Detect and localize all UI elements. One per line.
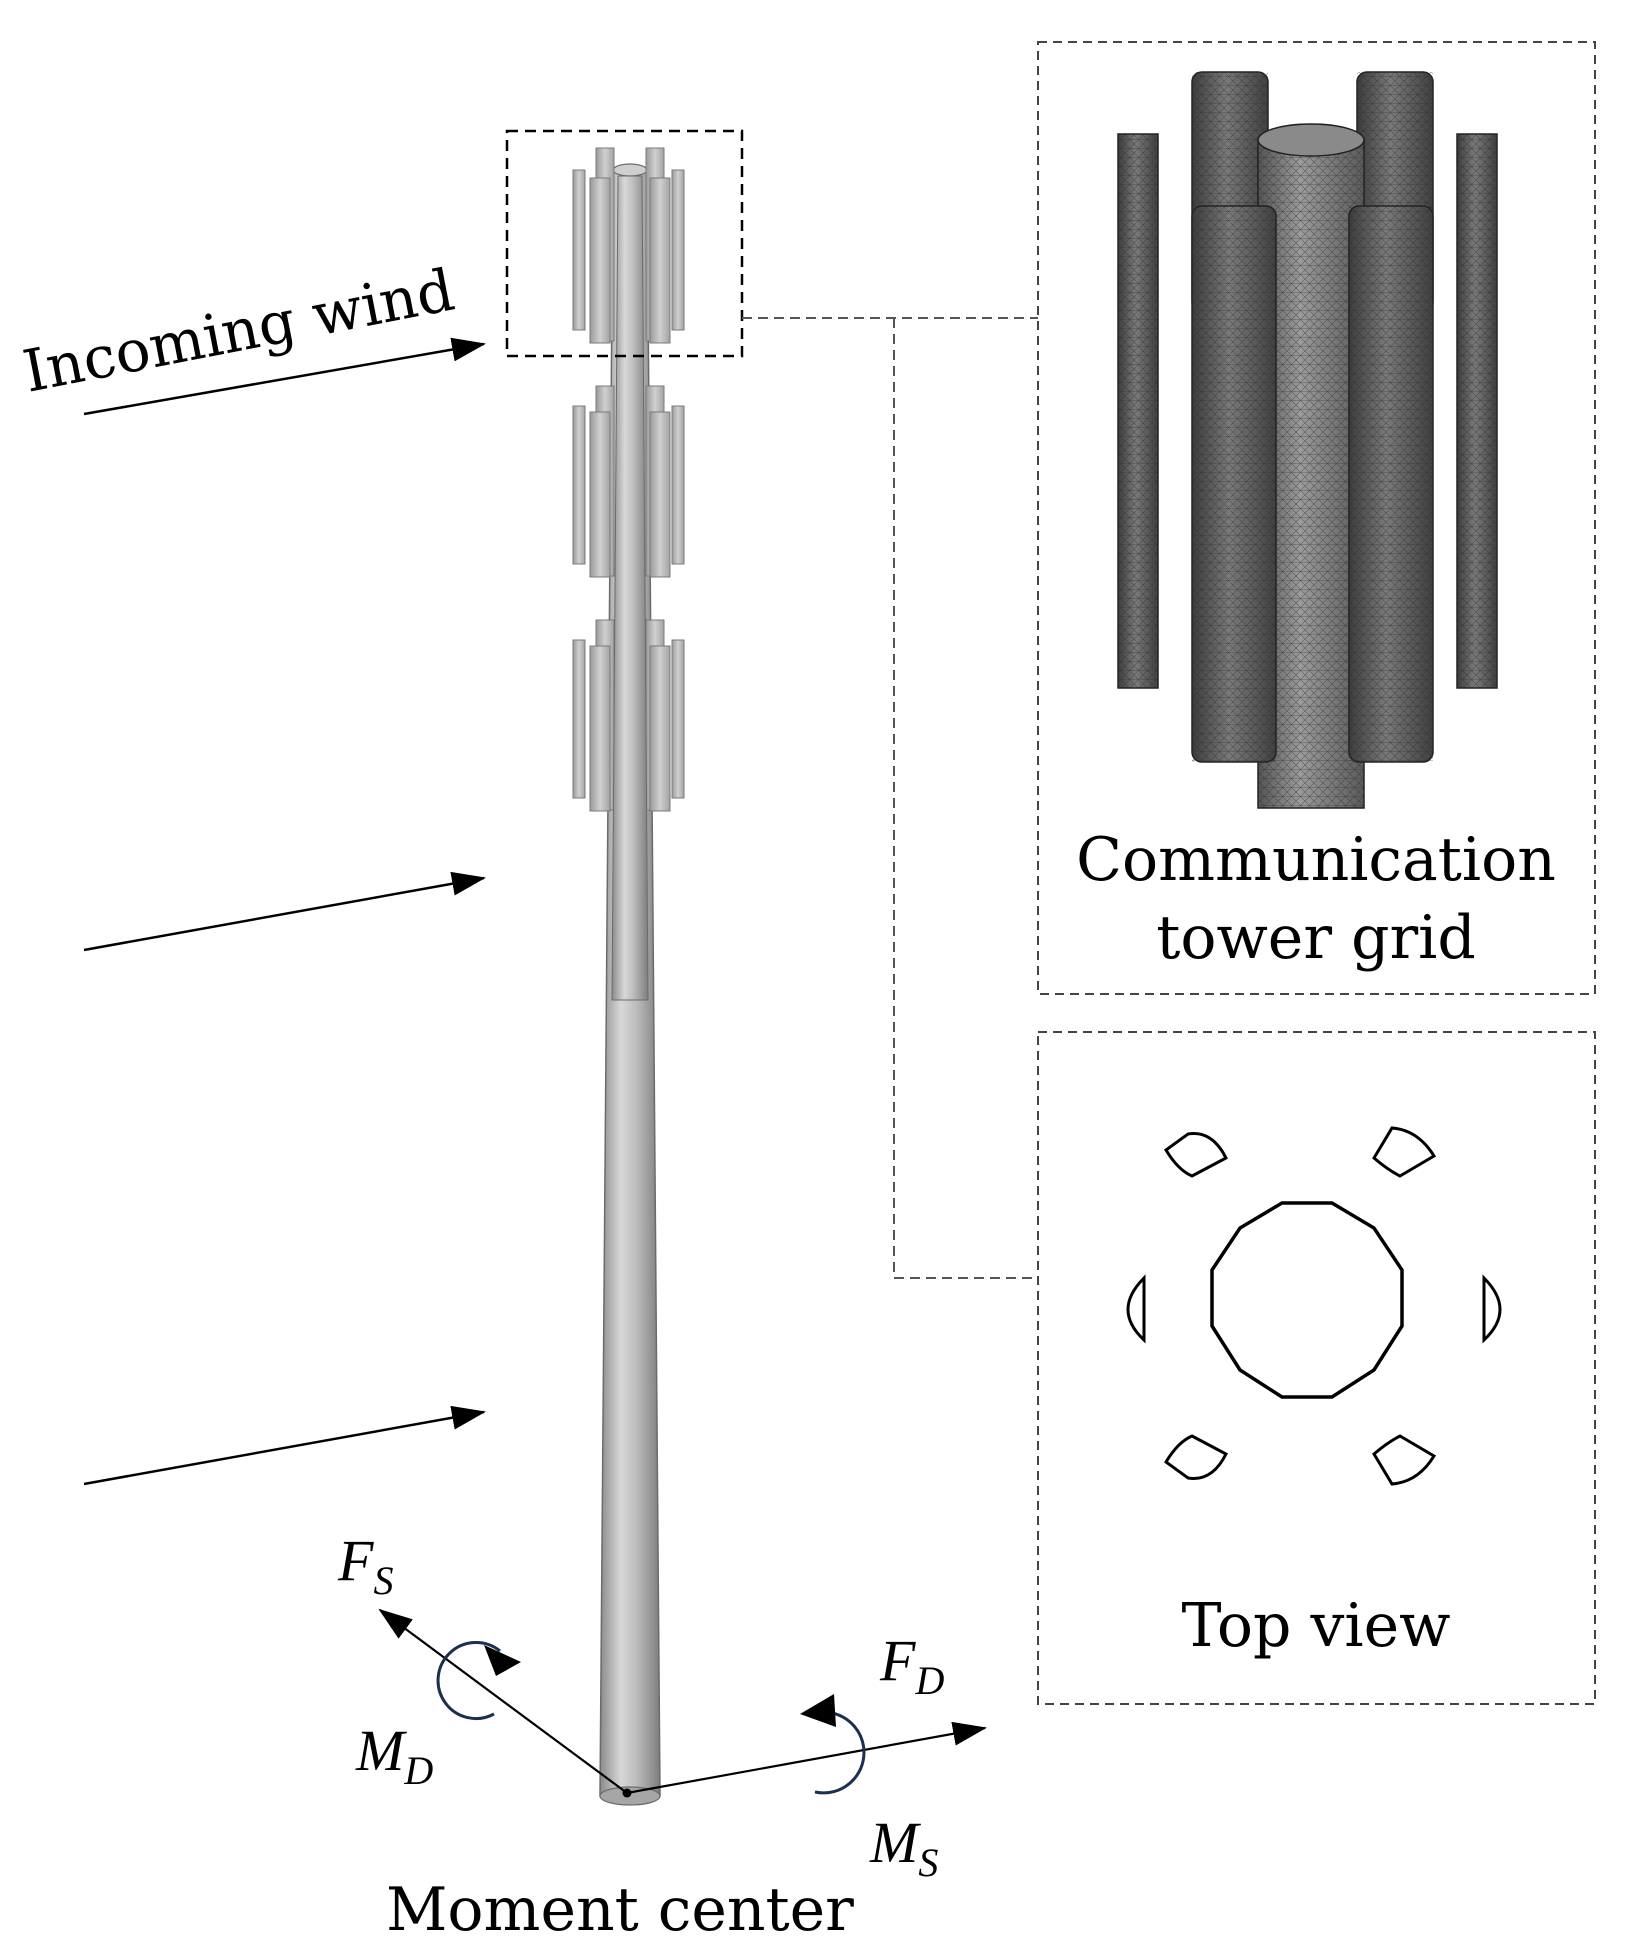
- antenna-panel: [589, 645, 611, 812]
- antenna-panel: [671, 639, 685, 799]
- tower-pole-front: [611, 175, 649, 1001]
- top-view-core-outline: [1210, 1201, 1404, 1399]
- top-view-panel-upper-right: [1372, 1126, 1437, 1178]
- antenna-panel: [589, 411, 611, 578]
- antenna-panel: [671, 405, 685, 565]
- wind-arrow-bottom: [83, 1405, 486, 1486]
- fs-label: FS: [337, 1528, 393, 1603]
- ms-moment-arc: [814, 1711, 866, 1795]
- top-view-panel-frame: [1037, 1031, 1596, 1705]
- tower-grid-panel-frame: [1037, 41, 1596, 995]
- top-view-panel: Top view: [1037, 1031, 1596, 1705]
- tower-grid-title-line2: tower grid: [1156, 903, 1476, 973]
- antenna-group-middle: [572, 385, 685, 578]
- wind-arrows: [83, 337, 486, 1486]
- mesh-overlay: [1118, 134, 1158, 688]
- top-view-panel-lower-left: [1164, 1434, 1228, 1480]
- top-view-title: Top view: [1182, 1591, 1451, 1661]
- mesh-overlay: [1349, 206, 1433, 762]
- fs-axis: [378, 1608, 628, 1794]
- ms-moment-arrowhead: [800, 1694, 836, 1727]
- moment-center-label: Moment center: [386, 1875, 854, 1945]
- top-view-panel-right: [1482, 1274, 1502, 1344]
- tower-grid-title-line1: Communication: [1076, 825, 1556, 895]
- antenna-panel: [572, 169, 586, 331]
- ms-label: MS: [869, 1810, 938, 1885]
- panel-connectors: [742, 317, 1038, 1279]
- top-view-panel-upper-left: [1164, 1132, 1228, 1178]
- tower-grid-panel: Communication tower grid: [1037, 41, 1596, 995]
- wind-arrow-middle: [83, 871, 486, 952]
- antenna-panel: [649, 177, 671, 344]
- fd-axis: [626, 1721, 987, 1795]
- force-system: [378, 1608, 987, 1798]
- detail-highlight-box: [505, 129, 744, 358]
- mesh-overlay: [1192, 206, 1276, 762]
- md-label: MD: [355, 1718, 433, 1793]
- top-view-panel-lower-right: [1372, 1434, 1437, 1486]
- wind-arrow-top: [83, 337, 486, 416]
- antenna-group-top: [572, 147, 685, 344]
- antenna-panel: [671, 169, 685, 331]
- antenna-panel: [649, 411, 671, 578]
- antenna-panel: [572, 639, 586, 799]
- incoming-wind-label: Incoming wind: [18, 256, 460, 406]
- md-moment-arc: [436, 1641, 501, 1720]
- mesh-core-top: [1257, 123, 1365, 157]
- antenna-panel: [589, 177, 611, 344]
- md-moment-arrowhead: [484, 1645, 521, 1676]
- fd-label: FD: [879, 1628, 944, 1703]
- top-view-panel-left: [1126, 1274, 1146, 1344]
- antenna-panel: [572, 405, 586, 565]
- antenna-panel: [649, 645, 671, 812]
- communication-tower: [505, 129, 744, 1806]
- mesh-overlay: [1457, 134, 1497, 688]
- tower-pole-top: [612, 163, 648, 177]
- connector-branch: [893, 318, 1038, 1279]
